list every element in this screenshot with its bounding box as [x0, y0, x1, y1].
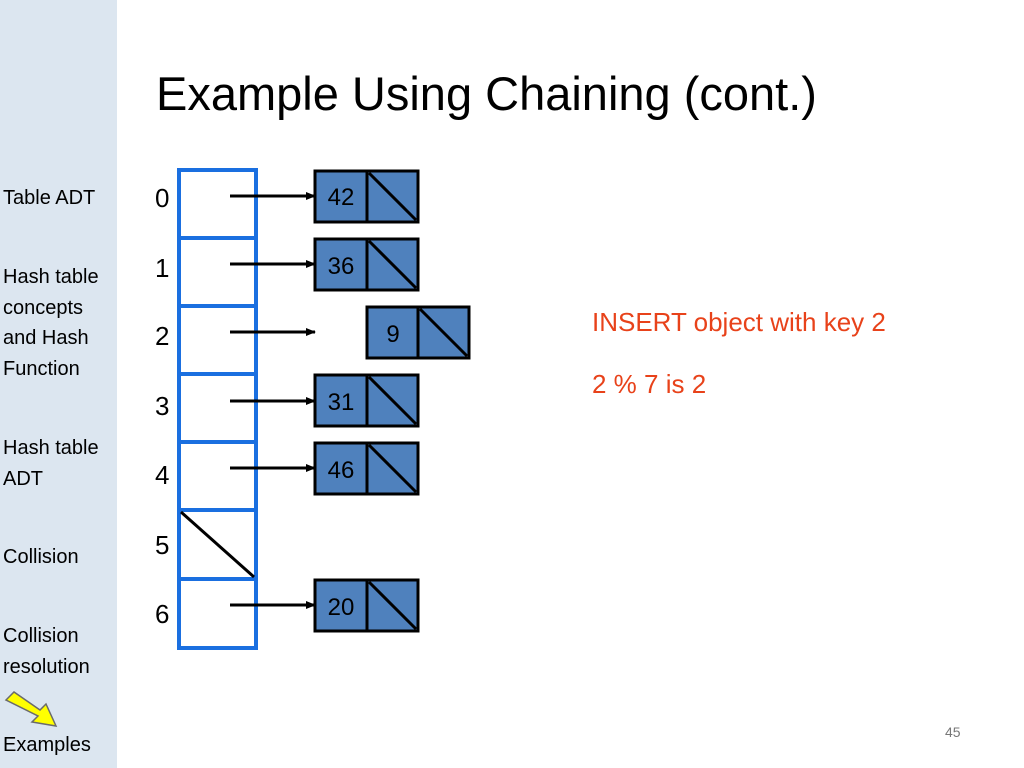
node-value: 9	[386, 321, 399, 348]
pointer-arrows	[230, 192, 316, 609]
yellow-arrow-icon	[4, 691, 58, 727]
sidebar-item-collision[interactable]: Collision	[3, 542, 79, 573]
table-cell-3	[177, 372, 258, 444]
node-value: 20	[328, 594, 355, 621]
sidebar-item-label: concepts	[3, 296, 84, 319]
index-label-0: 0	[155, 183, 169, 213]
sidebar-item-collision-resolution[interactable]: Collision resolution	[3, 621, 90, 682]
hash-table-array	[177, 168, 258, 650]
node-value: 31	[328, 389, 355, 416]
page-number: 45	[945, 724, 961, 740]
chain-node-0: 42	[313, 169, 420, 224]
table-cell-1	[177, 236, 258, 308]
sidebar-item-label: Hash table	[3, 437, 99, 459]
sidebar-item-examples[interactable]: Examples	[3, 730, 91, 761]
index-label-2: 2	[155, 321, 169, 351]
table-cell-2	[177, 304, 258, 376]
sidebar-item-label: Hash table	[3, 266, 99, 288]
sidebar-item-table-adt[interactable]: Table ADT	[3, 183, 95, 214]
sidebar-item-label: Collision	[3, 546, 79, 568]
node-value: 36	[328, 253, 355, 280]
sidebar-item-label: Table ADT	[3, 187, 96, 209]
chain-node-2: 9	[365, 305, 471, 360]
sidebar-item-label: Collision	[3, 625, 79, 647]
sidebar-item-hash-table-concepts[interactable]: Hash table concepts and Hash Function	[3, 262, 99, 384]
table-cell-4	[177, 440, 258, 512]
index-label-4: 4	[155, 460, 169, 490]
insert-message: INSERT object with key 2	[592, 307, 886, 337]
sidebar-item-label: and Hash	[3, 327, 89, 349]
table-cell-0	[177, 168, 258, 240]
index-label-3: 3	[155, 391, 169, 421]
sidebar-item-label: resolution	[3, 655, 90, 678]
chain-node-1: 36	[313, 237, 420, 292]
sidebar-item-label: Function	[3, 357, 80, 380]
chain-node-4: 46	[313, 441, 420, 496]
chain-node-3: 31	[313, 373, 420, 428]
sidebar-item-label: ADT	[3, 467, 43, 490]
node-value: 46	[328, 457, 355, 484]
sidebar-item-label: Examples	[3, 734, 91, 756]
hash-computation: 2 % 7 is 2	[592, 369, 707, 399]
index-label-5: 5	[155, 530, 169, 560]
sidebar-item-hash-table-adt[interactable]: Hash table ADT	[3, 433, 99, 494]
null-slash-5	[180, 510, 255, 579]
sidebar-nav: Table ADT Hash table concepts and Hash F…	[0, 0, 117, 768]
chain-node-6: 20	[313, 578, 420, 633]
table-cell-6	[177, 577, 258, 650]
slide-title: Example Using Chaining (cont.)	[156, 67, 817, 120]
index-label-1: 1	[155, 253, 169, 283]
index-label-6: 6	[155, 599, 169, 629]
node-value: 42	[328, 184, 355, 211]
